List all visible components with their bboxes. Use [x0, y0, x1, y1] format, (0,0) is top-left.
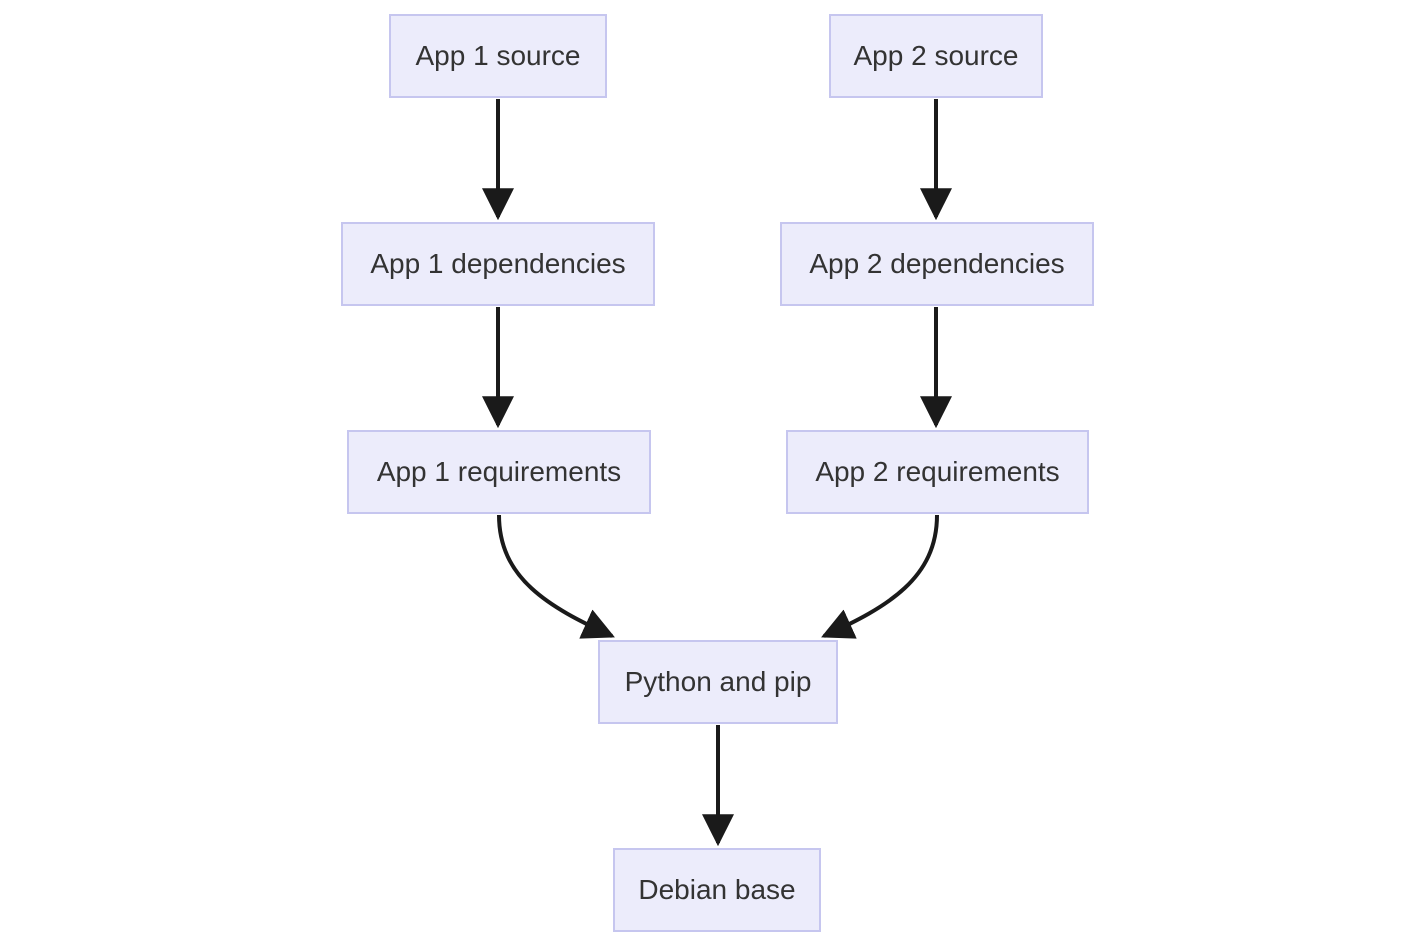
- edge-app2-requirements-to-python-and-pip: [821, 514, 939, 639]
- node-python-and-pip: Python and pip: [598, 640, 838, 724]
- node-label: App 1 requirements: [376, 456, 622, 488]
- node-debian-base: Debian base: [613, 848, 821, 932]
- node-app-2-dependencies: App 2 dependencies: [780, 222, 1094, 306]
- node-app-2-source: App 2 source: [829, 14, 1043, 98]
- edge-app1-requirements-to-python-and-pip: [497, 514, 615, 639]
- node-label: App 2 source: [853, 40, 1019, 72]
- node-label: Debian base: [638, 874, 796, 906]
- node-label: Python and pip: [624, 666, 812, 698]
- node-label: App 2 dependencies: [809, 248, 1065, 280]
- node-label: App 1 dependencies: [370, 248, 626, 280]
- node-label: App 1 source: [415, 40, 581, 72]
- node-app-1-dependencies: App 1 dependencies: [341, 222, 655, 306]
- node-app-2-requirements: App 2 requirements: [786, 430, 1089, 514]
- node-app-1-requirements: App 1 requirements: [347, 430, 651, 514]
- node-label: App 2 requirements: [815, 456, 1060, 488]
- node-app-1-source: App 1 source: [389, 14, 607, 98]
